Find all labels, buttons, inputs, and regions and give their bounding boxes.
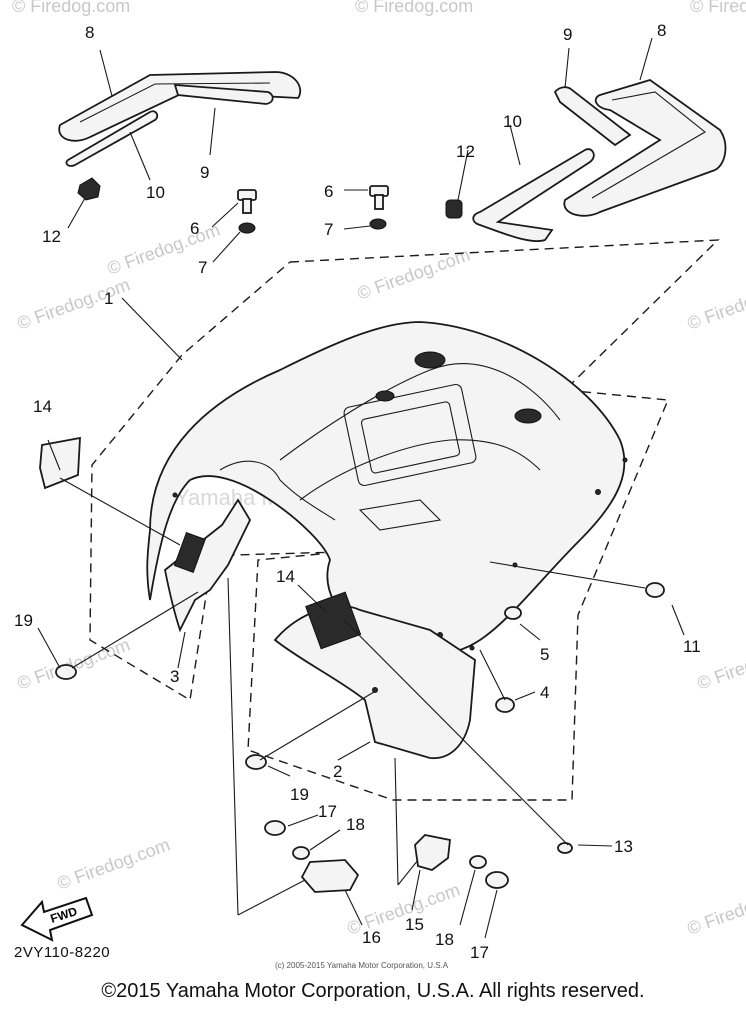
callout-7: 7 bbox=[198, 258, 207, 277]
callout-17: 17 bbox=[470, 943, 489, 962]
callout-5: 5 bbox=[540, 645, 549, 664]
callout-19: 19 bbox=[14, 611, 33, 630]
side-flap bbox=[164, 498, 252, 633]
callout-14: 14 bbox=[33, 397, 52, 416]
callout-13: 13 bbox=[614, 837, 633, 856]
copyright-footer: ©2015 Yamaha Motor Corporation, U.S.A. A… bbox=[101, 980, 645, 1002]
callout-11: 11 bbox=[683, 637, 701, 656]
callout-9: 9 bbox=[200, 163, 209, 182]
assembly-dashed-outline bbox=[89, 239, 720, 801]
watermark-text: © Firedog.com bbox=[685, 879, 746, 938]
watermark-text: © Firedog.com bbox=[55, 834, 173, 893]
watermark-text: © Firedog.com bbox=[685, 274, 746, 333]
leader-lines bbox=[37, 37, 685, 939]
callout-9: 9 bbox=[563, 25, 572, 44]
callout-10: 10 bbox=[146, 183, 165, 202]
fwd-arrow-icon: FWD bbox=[20, 896, 94, 942]
callout-3: 3 bbox=[170, 667, 179, 686]
bolt-center bbox=[369, 185, 389, 230]
callout-18: 18 bbox=[346, 815, 365, 834]
callout-18: 18 bbox=[435, 930, 454, 949]
callout-15: 15 bbox=[405, 915, 424, 934]
watermark-text: © Firedog.com bbox=[690, 0, 746, 16]
callout-16: 16 bbox=[362, 928, 381, 947]
small-copyright: (c) 2005-2015 Yamaha Motor Corporation, … bbox=[275, 961, 449, 970]
bolt-left bbox=[237, 189, 257, 234]
callout-labels: 8 9 10 12 6 7 6 7 9 8 10 12 1 14 19 3 14… bbox=[14, 21, 701, 962]
callout-8: 8 bbox=[85, 23, 94, 42]
watermark-text: © Firedog.com bbox=[15, 634, 133, 693]
plates-left bbox=[58, 71, 302, 201]
diagram-part-code: 2VY110-8220 bbox=[14, 944, 111, 961]
watermark-text: © Firedog.com bbox=[15, 274, 133, 333]
callout-8: 8 bbox=[657, 21, 666, 40]
callout-19: 19 bbox=[290, 785, 309, 804]
watermark-text: © Firedog.com bbox=[355, 0, 473, 16]
watermark-text: © Firedog.com bbox=[695, 634, 746, 693]
callout-1: 1 bbox=[104, 289, 113, 308]
rear-fender bbox=[146, 321, 628, 656]
bracket-16 bbox=[300, 859, 360, 893]
callout-12: 12 bbox=[456, 142, 475, 161]
plates-right bbox=[445, 79, 727, 242]
callout-17: 17 bbox=[318, 802, 337, 821]
callout-6: 6 bbox=[190, 219, 199, 238]
fasteners bbox=[55, 582, 665, 889]
sticker bbox=[39, 436, 81, 490]
callout-6: 6 bbox=[324, 182, 333, 201]
callout-14: 14 bbox=[276, 567, 295, 586]
callout-7: 7 bbox=[324, 220, 333, 239]
callout-4: 4 bbox=[540, 683, 549, 702]
callout-12: 12 bbox=[42, 227, 61, 246]
bracket-15 bbox=[414, 834, 451, 871]
callout-10: 10 bbox=[503, 112, 522, 131]
watermark-text: © Firedog.com bbox=[12, 0, 130, 16]
callout-2: 2 bbox=[333, 762, 342, 781]
